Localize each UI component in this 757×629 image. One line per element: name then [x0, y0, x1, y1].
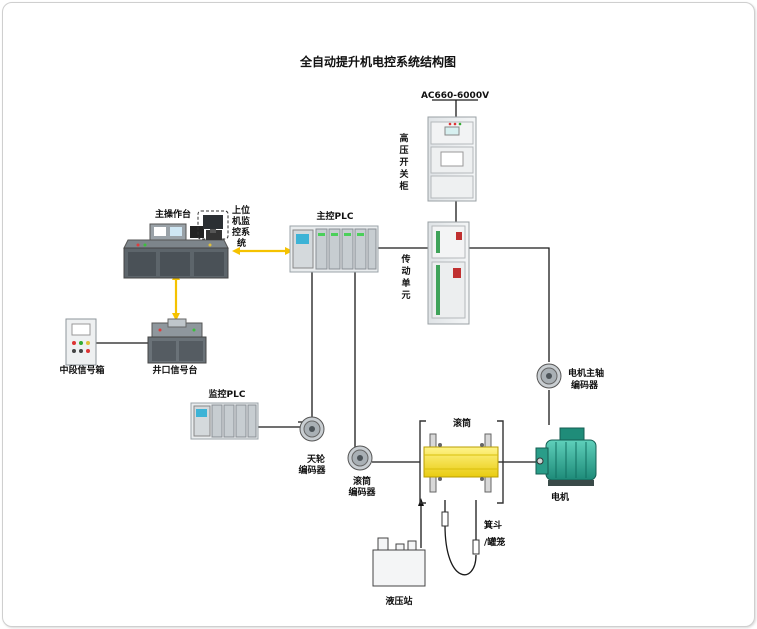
diagram-title: 全自动提升机电控系统结构图 — [299, 54, 456, 69]
motor-label: 电机 — [551, 491, 569, 503]
shaft-signal-console — [147, 318, 207, 364]
hv-cabinet-label-char: 高 — [399, 132, 408, 144]
hv-cabinet-label-char: 压 — [399, 145, 408, 156]
sheave-encoder-label-line: 天轮 — [307, 453, 325, 465]
mid-signal-box — [65, 318, 97, 366]
skip-cage-label-line: /罐笼 — [484, 536, 505, 548]
hydraulic-station-label: 液压站 — [385, 595, 412, 607]
sheave-encoder-label-line: 编码器 — [298, 464, 326, 476]
hydraulic-arrow-icon — [418, 498, 424, 506]
host-monitor-label-line: 统 — [237, 237, 246, 249]
sheave-encoder — [299, 416, 325, 442]
main-console-label: 主操作台 — [155, 208, 191, 220]
shaft-signal-console-label: 井口信号台 — [152, 364, 197, 376]
drum-encoder-label-line: 编码器 — [348, 486, 376, 498]
hv-cabinet-label-char: 关 — [399, 168, 408, 180]
drive-unit-label: 传 动 单 元 — [400, 253, 410, 301]
main-plc-label: 主控PLC — [317, 210, 354, 222]
monitor-plc-label: 监控PLC — [209, 388, 246, 400]
host-monitor-label-line: 控系 — [232, 226, 250, 238]
hydraulic-station — [372, 537, 426, 587]
monitor-plc — [190, 402, 259, 440]
main-plc — [289, 225, 379, 273]
hv-cabinet-label-char: 开 — [399, 157, 408, 168]
drum-label: 滚筒 — [453, 417, 471, 429]
drive-unit-label-char: 动 — [401, 266, 410, 277]
skip-cage-label: 箕斗 /罐笼 — [483, 519, 505, 548]
skip-cage-label-line: 箕斗 — [483, 519, 502, 531]
drum-encoder-label: 滚筒 编码器 — [348, 475, 376, 498]
motor-encoder-label: 电机主轴 编码器 — [568, 367, 604, 391]
comm-arrows — [174, 249, 287, 315]
drum-encoder-label-line: 滚筒 — [353, 475, 371, 487]
drive-unit-label-char: 单 — [401, 277, 410, 289]
motor-encoder-label-line: 编码器 — [571, 379, 599, 391]
drive-unit — [427, 221, 470, 325]
connection-lines — [96, 99, 550, 576]
host-monitor-label-line: 机监 — [232, 215, 250, 227]
hv-cabinet-label-char: 柜 — [398, 180, 408, 192]
hv-cabinet-label: 高 压 开 关 柜 — [398, 132, 408, 192]
motor-encoder — [536, 363, 562, 389]
host-monitor-label: 上位 机监 控系 统 — [232, 204, 250, 249]
drive-unit-label-char: 元 — [401, 290, 410, 301]
hv-cabinet — [427, 116, 477, 202]
host-monitor — [197, 210, 229, 240]
sheave-encoder-label: 天轮 编码器 — [298, 453, 326, 476]
main-console — [123, 223, 229, 279]
motor-encoder-label-line: 电机主轴 — [568, 367, 604, 379]
power-supply-label: AC660-6000V — [421, 91, 489, 101]
mid-signal-box-label: 中段信号箱 — [59, 364, 104, 376]
skip-cage — [441, 511, 480, 555]
host-monitor-label-line: 上位 — [232, 204, 250, 216]
drum — [419, 420, 504, 504]
drive-unit-label-char: 传 — [400, 253, 410, 265]
motor — [535, 427, 597, 486]
drum-encoder — [347, 445, 373, 471]
